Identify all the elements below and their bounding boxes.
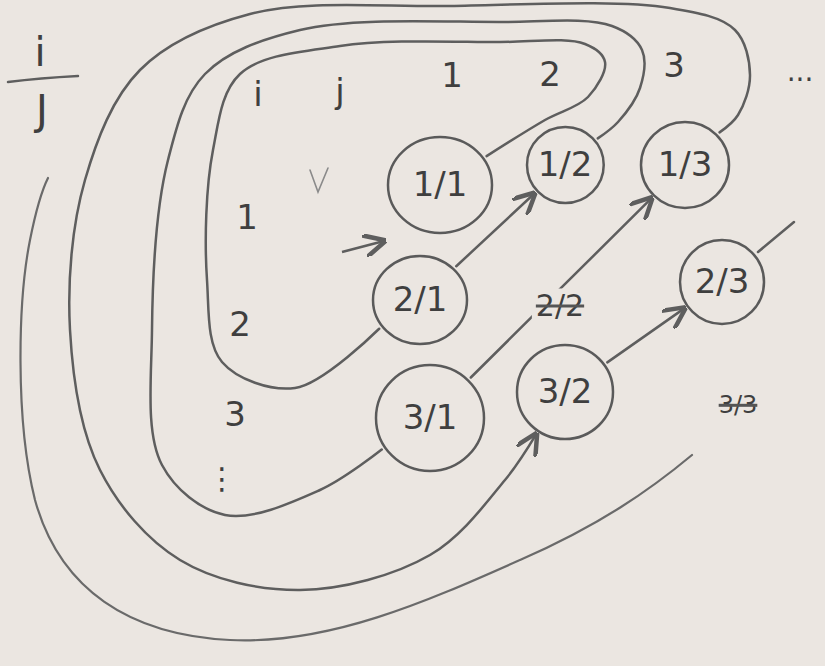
- number-circle: 1/1: [386, 135, 494, 235]
- number-circle: 1/2: [525, 125, 606, 205]
- axis-letter: i: [253, 76, 262, 113]
- path-connector: [150, 21, 644, 517]
- circle-stroke: [527, 127, 604, 203]
- path-connector: [206, 40, 605, 388]
- fraction-symbol: i: [34, 30, 45, 74]
- index-number: 2: [229, 306, 251, 343]
- circle-stroke: [641, 122, 729, 208]
- circle-stroke: [373, 256, 467, 344]
- fraction-text: 1/3: [658, 146, 713, 183]
- index-number: 2: [539, 56, 561, 93]
- crossed-fraction: 2/2: [532, 289, 588, 322]
- fraction-text: 2/3: [695, 263, 750, 300]
- path-connector: [607, 308, 684, 362]
- index-number: ...: [787, 57, 814, 88]
- pencil-mark: [310, 168, 328, 192]
- path-connector: [69, 3, 750, 590]
- index-number: 1: [236, 199, 258, 236]
- circle-stroke: [680, 240, 764, 324]
- index-number: 3: [663, 47, 685, 84]
- index-number: ⋮: [207, 462, 237, 495]
- fraction-symbol: J: [36, 88, 48, 132]
- number-circle: 2/3: [678, 238, 766, 326]
- fraction-text: 3/1: [403, 399, 458, 436]
- circle-stroke: [376, 365, 484, 471]
- fraction-text: 3/2: [538, 373, 593, 410]
- circle-stroke: [517, 345, 613, 439]
- fraction-text: 2/1: [393, 281, 448, 318]
- outer-loop-stroke: [20, 178, 692, 640]
- index-number: 3: [224, 396, 246, 433]
- number-circle: 2/1: [371, 254, 469, 346]
- path-connector: [456, 194, 534, 266]
- fraction-bar: [8, 76, 78, 82]
- start-arrow: [342, 241, 384, 252]
- circle-stroke: [388, 137, 492, 233]
- index-number: 1: [441, 57, 463, 94]
- continuation-stroke: [758, 222, 794, 252]
- fraction-text: 1/2: [538, 146, 593, 183]
- number-circle: 3/1: [374, 363, 486, 473]
- crossed-fraction: 3/3: [719, 392, 758, 418]
- fraction-text: 1/1: [413, 166, 468, 203]
- number-circle: 3/2: [515, 343, 615, 441]
- axis-letter: j: [335, 73, 344, 110]
- number-circle: 1/3: [639, 120, 731, 210]
